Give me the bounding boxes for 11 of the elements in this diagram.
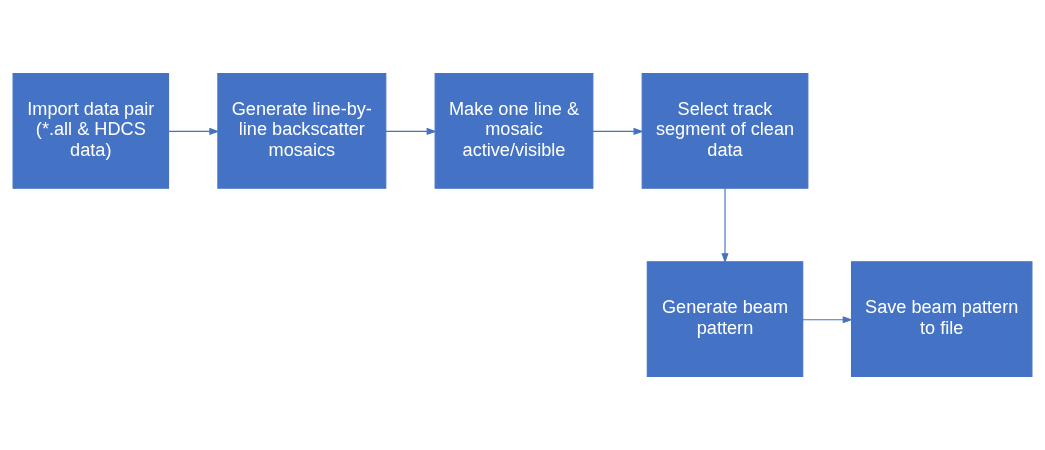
node-box: Import data pair (*.all & HDCS data) (12, 72, 170, 189)
arrow (168, 127, 220, 135)
node-box: Generate beam pattern (646, 261, 804, 378)
node-box: Select track segment of clean data (641, 72, 809, 189)
node-box: Save beam pattern to file (850, 261, 1033, 378)
arrow (802, 316, 853, 324)
node-box: Generate line-by-line backscatter mosaics (217, 72, 387, 189)
node-box: Make one line & mosaic active/visible (434, 72, 594, 189)
arrow (592, 127, 644, 135)
arrow (385, 127, 437, 135)
arrow (721, 187, 729, 264)
